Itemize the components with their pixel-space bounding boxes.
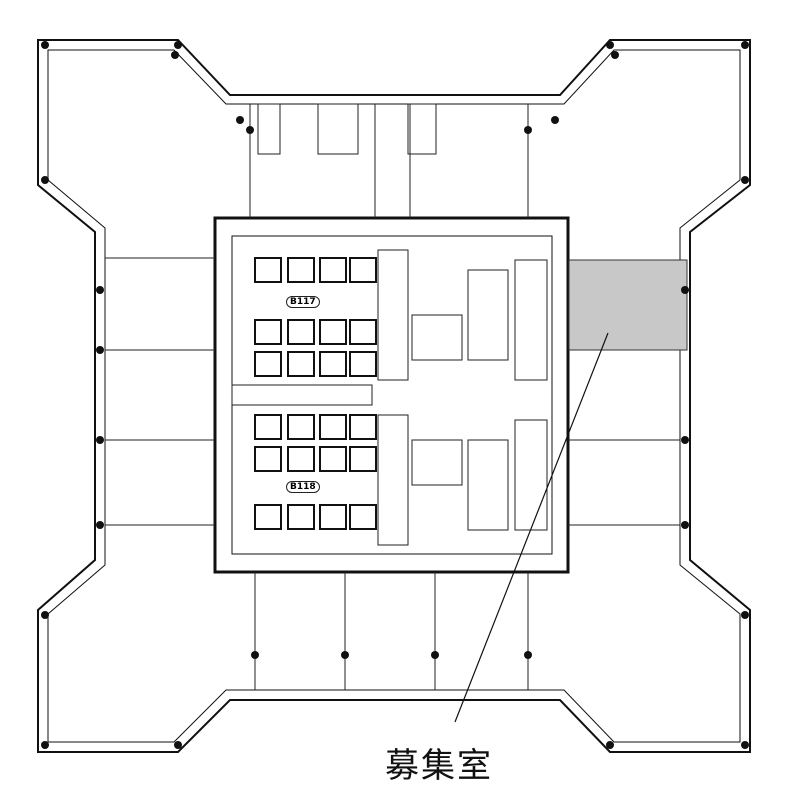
column-marker [41, 176, 49, 184]
storage-cell [287, 319, 315, 345]
column-marker [41, 611, 49, 619]
column-marker [96, 346, 104, 354]
storage-cell [349, 351, 377, 377]
column-marker [174, 741, 182, 749]
column-marker [171, 51, 179, 59]
column-marker [96, 286, 104, 294]
column-marker [611, 51, 619, 59]
storage-cell [254, 414, 282, 440]
outer-wall [37, 39, 751, 753]
column-marker [741, 741, 749, 749]
vacant-room-label: 募集室 [385, 746, 493, 786]
column-marker [551, 116, 559, 124]
column-marker [681, 521, 689, 529]
storage-cell [349, 446, 377, 472]
column-marker [246, 126, 254, 134]
vacant-room-highlight [568, 259, 688, 351]
column-marker [236, 116, 244, 124]
storage-cell [254, 319, 282, 345]
storage-cell [319, 414, 347, 440]
column-marker [96, 436, 104, 444]
storage-cell [349, 504, 377, 530]
room-tag: B117 [286, 296, 320, 308]
column-marker [741, 176, 749, 184]
storage-cell [349, 257, 377, 283]
callout-leader-line [454, 332, 609, 723]
storage-cell [254, 351, 282, 377]
column-marker [681, 436, 689, 444]
storage-cell [287, 446, 315, 472]
storage-cell [319, 351, 347, 377]
column-marker [96, 521, 104, 529]
column-marker [524, 651, 532, 659]
column-marker [341, 651, 349, 659]
storage-cell [319, 319, 347, 345]
storage-cell [349, 319, 377, 345]
storage-cell [287, 504, 315, 530]
column-marker [251, 651, 259, 659]
column-marker [681, 286, 689, 294]
column-marker [174, 41, 182, 49]
storage-cell [319, 257, 347, 283]
storage-cell [254, 257, 282, 283]
storage-cell [319, 446, 347, 472]
inner-wall [47, 49, 741, 743]
core [213, 216, 570, 574]
storage-cell [287, 414, 315, 440]
storage-cell [287, 351, 315, 377]
column-marker [41, 41, 49, 49]
storage-cell [254, 504, 282, 530]
storage-cell [349, 414, 377, 440]
column-marker [741, 611, 749, 619]
column-marker [606, 41, 614, 49]
column-marker [524, 126, 532, 134]
column-marker [606, 741, 614, 749]
column-marker [431, 651, 439, 659]
column-marker [41, 741, 49, 749]
storage-cell [319, 504, 347, 530]
storage-cell [254, 446, 282, 472]
column-marker [741, 41, 749, 49]
room-tag: B118 [286, 481, 320, 493]
storage-cell [287, 257, 315, 283]
